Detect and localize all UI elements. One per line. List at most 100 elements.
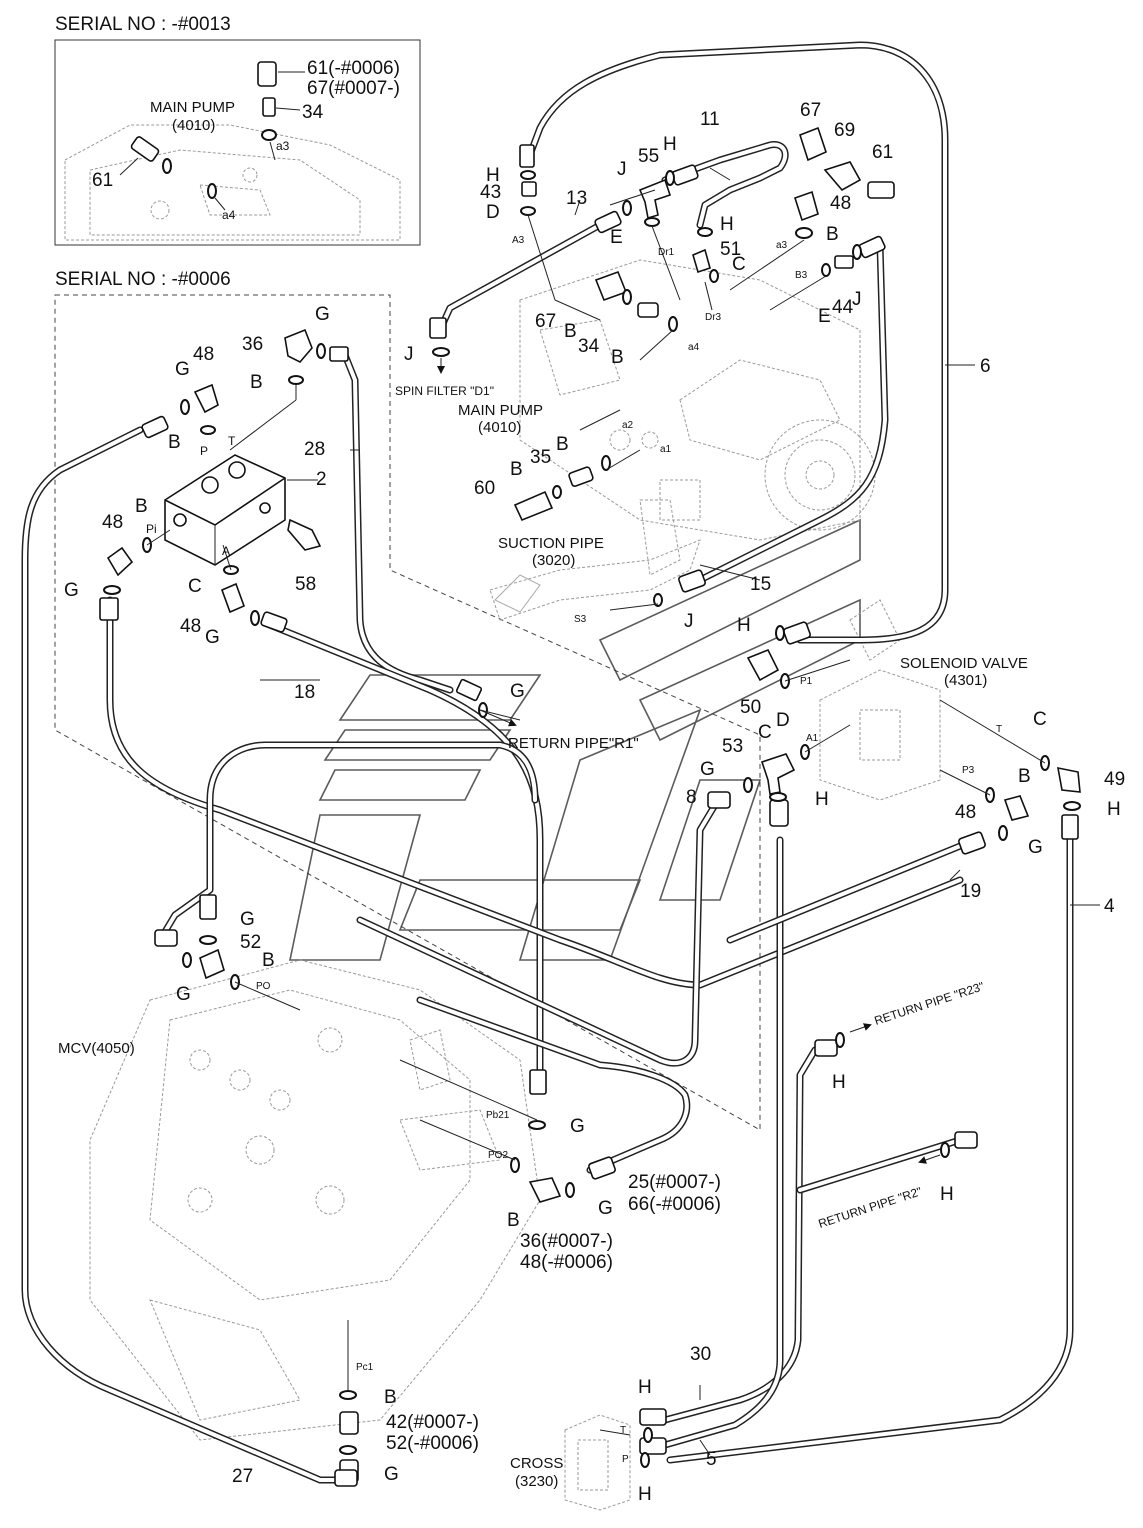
svg-text:B: B bbox=[250, 372, 263, 393]
svg-text:A3: A3 bbox=[512, 235, 525, 246]
svg-text:G: G bbox=[384, 1464, 399, 1485]
svg-text:T: T bbox=[228, 434, 236, 448]
svg-text:H: H bbox=[663, 134, 677, 155]
svg-text:H: H bbox=[638, 1484, 652, 1505]
inset-label-61b: 61 bbox=[92, 170, 113, 191]
fitting-67-pump bbox=[594, 270, 628, 302]
fitting-51 bbox=[692, 248, 711, 274]
svg-text:C: C bbox=[732, 254, 746, 275]
svg-text:G: G bbox=[205, 627, 220, 648]
callout-60: 60 bbox=[474, 478, 495, 499]
svg-text:C: C bbox=[758, 722, 772, 743]
svg-text:Pb21: Pb21 bbox=[486, 1110, 510, 1121]
return-pipe-r2-label: RETURN PIPE "R2" bbox=[817, 1184, 924, 1231]
inset-main-pump-label: MAIN PUMP bbox=[150, 99, 235, 116]
fitting-49 bbox=[1057, 766, 1081, 793]
fitting-58 bbox=[287, 518, 322, 551]
svg-text:a3: a3 bbox=[776, 240, 788, 251]
mcv-label: MCV(4050) bbox=[58, 1040, 135, 1057]
inset-fitting-34 bbox=[262, 97, 276, 117]
callout-36: 36 bbox=[242, 334, 263, 355]
letter-callouts: H D J J E H H C B E J B B B B G B G B B … bbox=[64, 134, 1121, 1505]
svg-text:B: B bbox=[168, 432, 181, 453]
fitting-48-top-right bbox=[794, 190, 819, 222]
callout-67-pump: 67 bbox=[535, 311, 556, 332]
svg-text:S3: S3 bbox=[574, 614, 587, 625]
callout-50: 50 bbox=[740, 697, 761, 718]
callout-61: 61 bbox=[872, 142, 893, 163]
callout-43: 43 bbox=[480, 182, 501, 203]
callout-28: 28 bbox=[304, 439, 325, 460]
fitting-67-top bbox=[799, 126, 827, 162]
inset-label-34: 34 bbox=[302, 102, 324, 123]
svg-text:G: G bbox=[64, 580, 79, 601]
svg-text:PO2: PO2 bbox=[488, 1150, 508, 1161]
fitting-48-top bbox=[193, 383, 219, 414]
fitting-34-pump bbox=[637, 302, 659, 318]
callout-19: 19 bbox=[960, 881, 981, 902]
callout-30: 30 bbox=[690, 1344, 711, 1365]
return-pipe-r1-label: RETURN PIPE"R1" bbox=[508, 735, 639, 752]
svg-text:B: B bbox=[262, 950, 275, 971]
callout-52: 52 bbox=[240, 932, 261, 953]
svg-text:PO: PO bbox=[256, 981, 271, 992]
svg-text:a1: a1 bbox=[660, 444, 672, 455]
main-pump-ghost bbox=[519, 259, 876, 541]
callout-6: 6 bbox=[980, 356, 991, 377]
callout-8: 8 bbox=[686, 787, 697, 808]
svg-text:H: H bbox=[832, 1072, 846, 1093]
inset-label-67: 67(#0007-) bbox=[307, 78, 400, 99]
leader-lines bbox=[146, 167, 1100, 1456]
svg-text:(3230): (3230) bbox=[515, 1473, 558, 1490]
svg-text:(4010): (4010) bbox=[172, 117, 215, 134]
svg-text:H: H bbox=[638, 1377, 652, 1398]
svg-text:G: G bbox=[175, 359, 190, 380]
svg-text:E: E bbox=[818, 306, 831, 327]
svg-text:G: G bbox=[1028, 837, 1043, 858]
suction-pipe-ghost bbox=[489, 499, 701, 621]
callout-15: 15 bbox=[750, 574, 771, 595]
fitting-36-48-lower bbox=[528, 1177, 562, 1203]
callout-52-lower: 52(-#0006) bbox=[386, 1433, 479, 1454]
fitting-43 bbox=[521, 181, 537, 197]
callout-69: 69 bbox=[834, 120, 855, 141]
inset-serial-0013: SERIAL NO : -#0013 61(-#0006) 67(#0007-)… bbox=[54, 14, 421, 246]
callout-5: 5 bbox=[706, 1449, 717, 1470]
callout-48-a: 48 bbox=[193, 344, 214, 365]
svg-text:B: B bbox=[564, 321, 577, 342]
cross-label: CROSS bbox=[510, 1455, 563, 1472]
cross-ghost bbox=[564, 1414, 631, 1511]
fittings bbox=[99, 126, 1081, 1487]
svg-text:H: H bbox=[737, 615, 751, 636]
svg-text:E: E bbox=[610, 227, 623, 248]
svg-text:B: B bbox=[1018, 766, 1031, 787]
callout-53: 53 bbox=[722, 736, 743, 757]
svg-text:T: T bbox=[620, 1425, 626, 1436]
callout-35: 35 bbox=[530, 447, 551, 468]
fitting-44 bbox=[834, 255, 854, 269]
inset-oring-a3 bbox=[261, 129, 277, 141]
callout-48-b: 48 bbox=[102, 512, 123, 533]
main-pump-label: MAIN PUMP bbox=[458, 402, 543, 419]
callout-48-e: 48 bbox=[955, 802, 976, 823]
svg-text:(4301): (4301) bbox=[944, 672, 987, 689]
svg-text:H: H bbox=[486, 165, 500, 186]
fitting-53 bbox=[760, 753, 796, 795]
callout-27: 27 bbox=[232, 1466, 253, 1487]
svg-text:G: G bbox=[570, 1116, 585, 1137]
mcv-ghost bbox=[89, 959, 541, 1441]
svg-text:H: H bbox=[815, 789, 829, 810]
svg-text:B: B bbox=[556, 434, 569, 455]
svg-text:a2: a2 bbox=[622, 420, 634, 431]
svg-text:a4: a4 bbox=[222, 208, 236, 222]
callout-48-c: 48 bbox=[180, 616, 201, 637]
callout-67-top: 67 bbox=[800, 100, 821, 121]
svg-text:B3: B3 bbox=[795, 270, 808, 281]
svg-text:C: C bbox=[1033, 709, 1047, 730]
callout-25: 25(#0007-) bbox=[628, 1172, 721, 1193]
svg-text:G: G bbox=[315, 304, 330, 325]
svg-text:P: P bbox=[200, 444, 208, 458]
section-frame-dashed bbox=[54, 294, 761, 1131]
svg-text:A: A bbox=[222, 544, 230, 558]
inset-fitting-61-67 bbox=[257, 61, 277, 87]
